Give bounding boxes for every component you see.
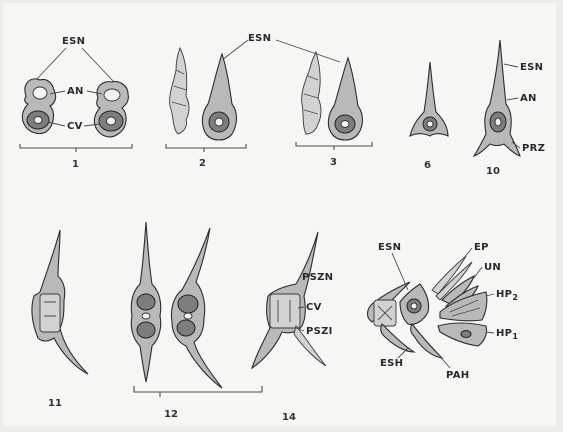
figure-number-12: 12: [164, 409, 178, 420]
figure-number-2: 2: [199, 158, 206, 169]
figure-1-left-vertebra: [22, 79, 55, 134]
figure-number-14: 14: [282, 412, 296, 423]
label-prz-10: PRZ: [522, 143, 545, 154]
figure-1-right-vertebra: [94, 82, 128, 137]
label-pszn-14: PSZN: [302, 272, 333, 283]
label-pszi-14: PSZI: [306, 326, 333, 337]
figure-number-11: 11: [48, 398, 62, 409]
label-cv-1: CV: [67, 121, 83, 132]
label-esn-1: ESN: [62, 36, 85, 47]
label-an-10: AN: [520, 93, 537, 104]
label-an-1: AN: [67, 86, 84, 97]
figure-number-6: 6: [424, 160, 431, 171]
label-esh-caudal: ESH: [380, 358, 403, 369]
label-cv-14: CV: [306, 302, 322, 313]
figure-number-10: 10: [486, 166, 500, 177]
label-ep-caudal: EP: [474, 242, 489, 253]
label-esn-10: ESN: [520, 62, 543, 73]
paper-sheet: [3, 3, 556, 426]
label-esn-2: ESN: [248, 33, 271, 44]
label-pah-caudal: PAH: [446, 370, 469, 381]
label-un-caudal: UN: [484, 262, 501, 273]
label-esn-caudal: ESN: [378, 242, 401, 253]
figure-number-3: 3: [330, 157, 337, 168]
figure-number-1: 1: [72, 159, 79, 170]
